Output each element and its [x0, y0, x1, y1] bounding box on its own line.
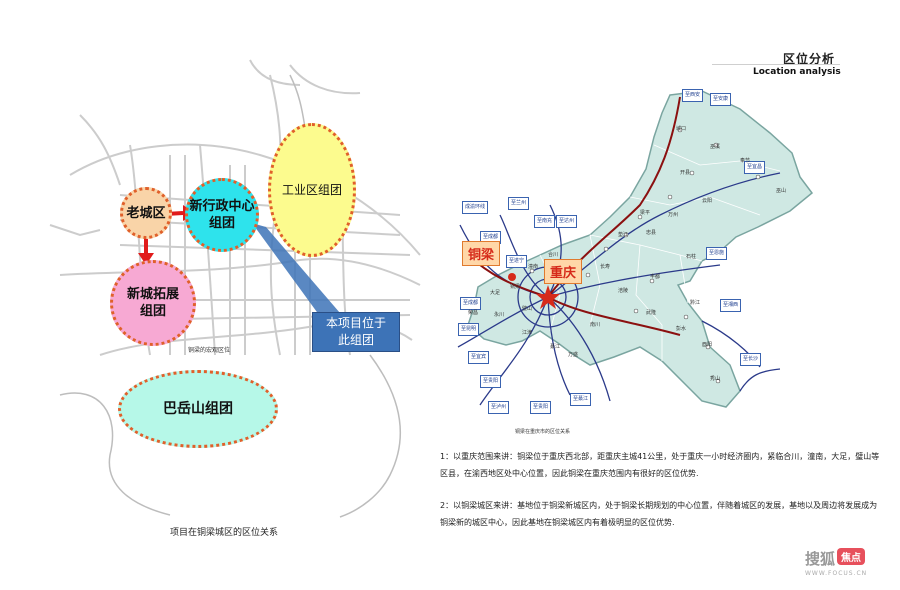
tongliang-urban-map: 老城区 新行政中心 组团 工业区组团 新城拓展 组团 巴岳山组团 — [40, 55, 440, 525]
county-label: 彭水 — [676, 326, 687, 332]
county-label: 巫溪 — [710, 144, 721, 150]
road-tag: 至恩施 — [706, 247, 728, 260]
left-map-small-caption: 铜梁的宏观区位 — [188, 347, 231, 354]
county-label: 万盛 — [568, 352, 579, 358]
county-label: 垫江 — [618, 232, 629, 238]
county-label: 南川 — [590, 322, 601, 328]
county-label: 合川 — [548, 252, 559, 258]
sohu-focus-watermark: 搜狐焦点 WWW.FOCUS.CN — [805, 548, 867, 577]
watermark-url: WWW.FOCUS.CN — [805, 570, 868, 577]
paragraph-2: 2：以铜梁城区来讲：基地位于铜梁新城区内，处于铜梁长期规划的中心位置，伴随着城区… — [440, 501, 878, 527]
watermark-badge: 焦点 — [837, 548, 866, 565]
county-label: 石柱 — [686, 254, 697, 260]
county-label: 綦江 — [550, 344, 561, 350]
road-tag: 至昆明 — [458, 323, 480, 336]
cluster-old-town-label: 老城区 — [126, 205, 166, 221]
roads — [457, 172, 781, 406]
right-map-caption: 铜梁在重庆市的区位关系 — [515, 429, 571, 435]
section-subtitle: Location analysis — [753, 67, 841, 77]
cluster-new-expansion: 新城拓展 组团 — [110, 260, 196, 346]
county-label: 璧山 — [522, 306, 533, 312]
county-label: 梁平 — [640, 210, 651, 216]
road-tag: 至綦江 — [570, 393, 592, 406]
road-tag: 至宜昌 — [744, 161, 766, 174]
town-markers — [529, 127, 761, 384]
county-label: 万州 — [668, 212, 679, 218]
county-label: 长寿 — [600, 264, 611, 270]
cluster-industrial-label: 工业区组团 — [281, 182, 342, 197]
road-tag: 至宜宾 — [468, 351, 490, 364]
chongqing-region-map: 至西安 至兰州 至成都 成渝环线 至贵阳 至昆明 至南充 至达州 至成都 至遂宁… — [440, 85, 880, 430]
county-label: 荣昌 — [468, 310, 479, 316]
road-tag: 成渝环线 — [462, 201, 489, 214]
road-tag: 至达州 — [556, 215, 578, 228]
county-label: 忠县 — [646, 230, 657, 236]
cluster-old-town: 老城区 — [120, 187, 172, 239]
county-label: 丰都 — [650, 274, 661, 280]
tongliang-marker — [508, 273, 516, 281]
road-tag: 至湘西 — [720, 299, 742, 312]
paragraph-1: 1：以重庆范围来讲：铜梁位于重庆西北部，距重庆主城41公里，处于重庆一小时经济圈… — [440, 452, 880, 478]
road-tag: 至兰州 — [508, 197, 530, 210]
chongqing-star — [536, 285, 560, 309]
cluster-new-admin-label: 新行政中心 组团 — [189, 199, 255, 231]
road-tag: 至成都 — [460, 297, 482, 310]
road-tag: 至西安 — [682, 89, 704, 102]
left-map-caption: 项目在铜梁城区的区位关系 — [170, 528, 279, 538]
road-tag: 至贵阳 — [480, 375, 502, 388]
street-network — [49, 59, 421, 518]
cluster-bayue-label: 巴岳山组团 — [163, 400, 233, 417]
county-label: 涪陵 — [618, 288, 629, 294]
county-label: 秀山 — [710, 376, 721, 382]
county-label: 铜梁 — [510, 284, 521, 290]
road-tag: 至南充 — [534, 215, 556, 228]
chongqing-label: 重庆 — [544, 259, 583, 284]
county-label: 大足 — [490, 290, 501, 296]
tongliang-label: 铜梁 — [462, 241, 501, 266]
cluster-bayue: 巴岳山组团 — [118, 370, 278, 448]
county-label: 黔江 — [690, 300, 701, 306]
county-label: 江津 — [522, 330, 533, 336]
road-tag: 至贵阳 — [530, 401, 552, 414]
county-label: 奉节 — [740, 158, 751, 164]
county-label: 永川 — [494, 312, 505, 318]
title-divider — [712, 64, 840, 65]
callout-text: 本项目位于 此组团 — [325, 316, 386, 347]
cluster-new-admin: 新行政中心 组团 — [185, 178, 259, 252]
section-title: 区位分析 — [783, 52, 836, 66]
project-location-callout: 本项目位于 此组团 — [312, 312, 400, 352]
watermark-brand: 搜狐 — [805, 550, 836, 568]
cluster-industrial: 工业区组团 — [268, 123, 356, 257]
county-label: 云阳 — [702, 198, 713, 204]
road-tag: 至遂宁 — [506, 255, 528, 268]
cluster-new-expansion-label: 新城拓展 组团 — [126, 287, 179, 319]
county-label: 巫山 — [776, 188, 787, 194]
county-label: 城口 — [676, 126, 687, 132]
county-label: 酉阳 — [702, 342, 713, 348]
county-label: 潼南 — [528, 264, 539, 270]
road-tag: 至长沙 — [740, 353, 762, 366]
road-tag: 至安康 — [710, 93, 732, 106]
county-label: 开县 — [680, 170, 691, 176]
road-tag: 至泸州 — [488, 401, 510, 414]
county-label: 武隆 — [646, 310, 657, 316]
